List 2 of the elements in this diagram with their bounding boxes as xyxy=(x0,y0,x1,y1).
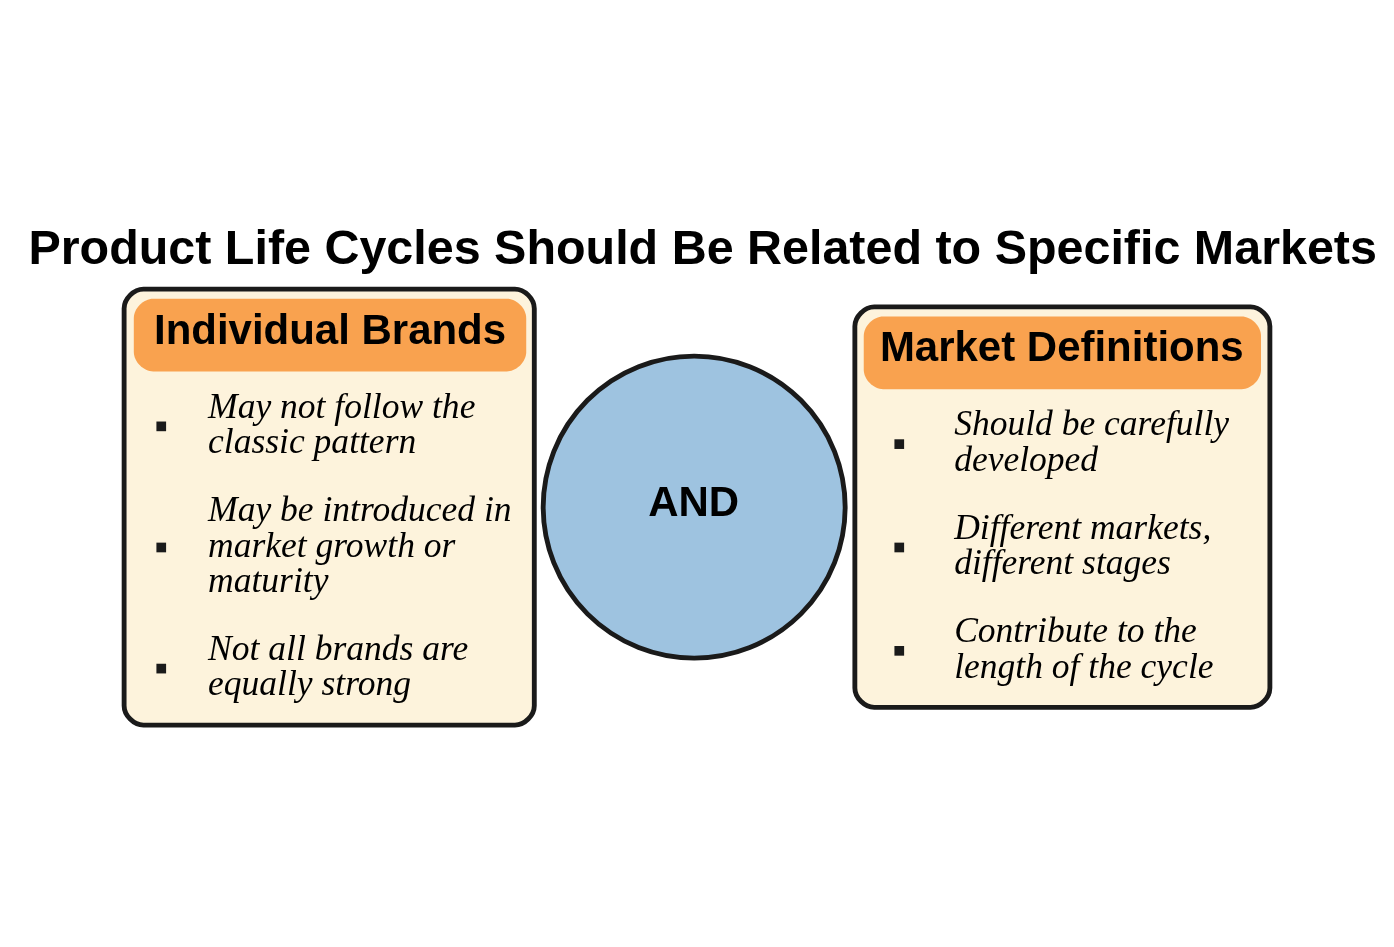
diagram-title: Product Life Cycles Should Be Related to Specific Markets xyxy=(28,219,1377,274)
node-circle: AND xyxy=(540,353,848,660)
